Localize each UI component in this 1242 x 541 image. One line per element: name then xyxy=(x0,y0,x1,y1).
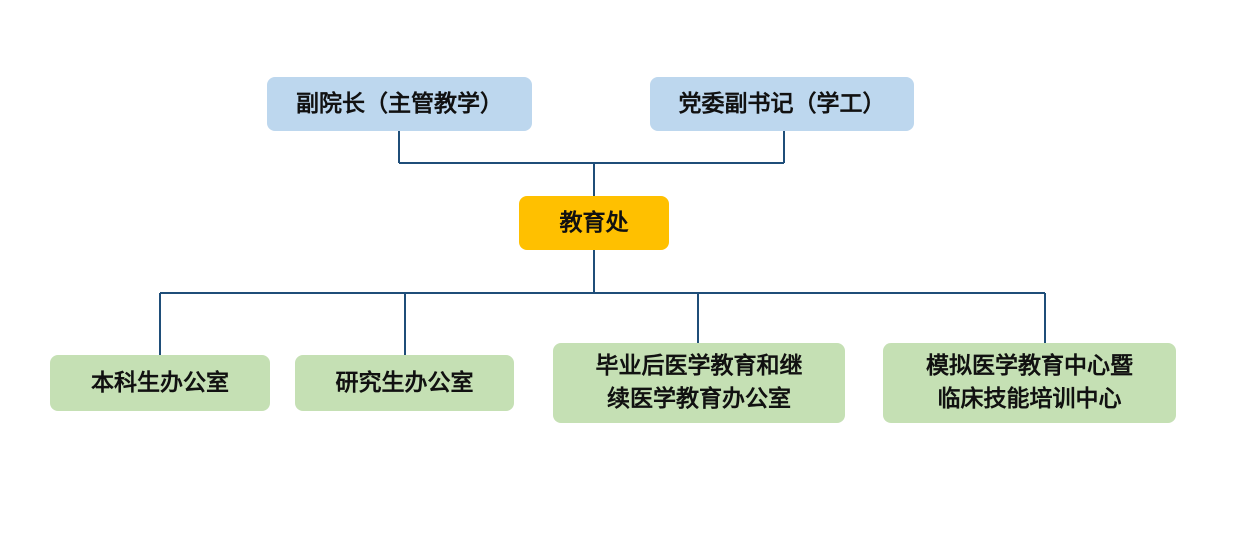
education-office-node: 教育处 xyxy=(519,196,669,250)
graduate-office-node: 研究生办公室 xyxy=(295,355,514,411)
party-secretary-label: 党委副书记（学工） xyxy=(678,90,886,117)
education-office-label: 教育处 xyxy=(559,209,629,236)
postgraduate-continuing-education-node: 毕业后医学教育和继 续医学教育办公室 xyxy=(553,343,845,423)
undergraduate-office-label: 本科生办公室 xyxy=(91,369,229,396)
vice-president-label: 副院长（主管教学） xyxy=(296,90,503,117)
party-secretary-node: 党委副书记（学工） xyxy=(650,77,914,131)
graduate-office-label: 研究生办公室 xyxy=(335,369,474,396)
simulation-training-center-label: 模拟医学教育中心暨 临床技能培训中心 xyxy=(926,353,1133,412)
simulation-training-center-node: 模拟医学教育中心暨 临床技能培训中心 xyxy=(883,343,1176,423)
vice-president-node: 副院长（主管教学） xyxy=(267,77,532,131)
undergraduate-office-node: 本科生办公室 xyxy=(50,355,270,411)
postgraduate-continuing-education-label: 毕业后医学教育和继 续医学教育办公室 xyxy=(595,353,803,412)
